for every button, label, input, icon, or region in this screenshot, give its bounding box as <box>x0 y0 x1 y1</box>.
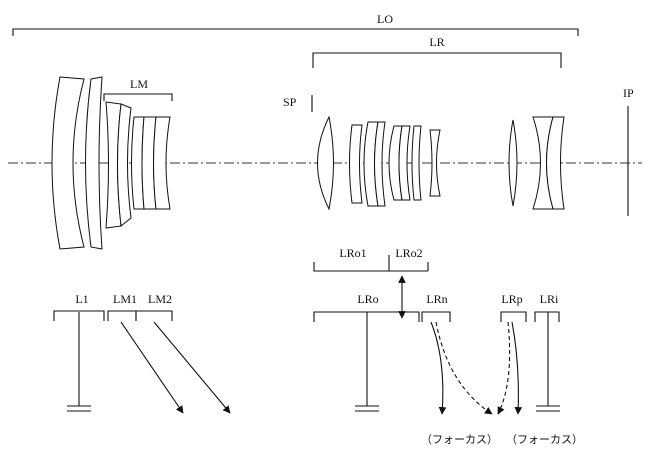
lm-label: LM <box>130 77 148 91</box>
lri-fixed-ground <box>536 312 560 412</box>
lens-l1a <box>51 76 85 250</box>
lrn-focus-path <box>435 321 493 415</box>
lens-lro2b <box>398 125 411 201</box>
lro2-label: LRo2 <box>395 246 422 260</box>
lm2-label: LM2 <box>148 292 172 306</box>
l1-bracket <box>53 310 105 321</box>
lro-fixed-ground <box>355 312 379 412</box>
lri-label: LRi <box>540 292 559 306</box>
lens-lm1b <box>117 103 132 227</box>
lro1-label: LRo1 <box>339 246 366 260</box>
lrp-label: LRp <box>501 292 522 306</box>
lens-lro1b <box>349 124 363 204</box>
lr-label: LR <box>429 35 444 49</box>
ip-label: IP <box>623 86 634 100</box>
lro-label: LRo <box>357 292 378 306</box>
lens-lri-b <box>546 116 565 210</box>
lrp-bracket <box>500 311 527 322</box>
focus-note-lrn: （フォーカス） <box>421 433 498 446</box>
lens-lrn <box>429 129 441 197</box>
lrn-label: LRn <box>426 292 447 306</box>
l1-label: L1 <box>75 292 88 306</box>
l1-fixed-ground <box>67 312 91 412</box>
lro-subgroup-bracket <box>313 262 428 272</box>
lens-lro1a <box>317 115 334 211</box>
lm2-movement-arrow <box>153 321 231 414</box>
lens-lrp <box>508 119 518 207</box>
lo-label: LO <box>377 12 393 26</box>
lri-bracket <box>534 311 560 322</box>
lrp-zoom-path <box>511 321 523 415</box>
lens-lro1d <box>374 121 386 207</box>
lm1-movement-arrow <box>120 321 184 414</box>
lm2-bracket <box>135 310 173 321</box>
focus-note-lrp: （フォーカス） <box>506 433 583 446</box>
lens-l1b <box>85 76 103 250</box>
lrn-zoom-path <box>430 321 447 415</box>
lrp-focus-path <box>497 321 511 415</box>
lm-bracket <box>103 93 173 101</box>
sp-label: SP <box>283 95 297 109</box>
lens-lm2c <box>153 116 171 210</box>
lm1-bracket <box>107 310 137 321</box>
lens-lro2c <box>411 125 422 201</box>
lo-bracket <box>12 28 579 36</box>
lr-bracket <box>312 52 562 68</box>
lm1-label: LM1 <box>113 292 137 306</box>
lrn-bracket <box>421 311 451 322</box>
